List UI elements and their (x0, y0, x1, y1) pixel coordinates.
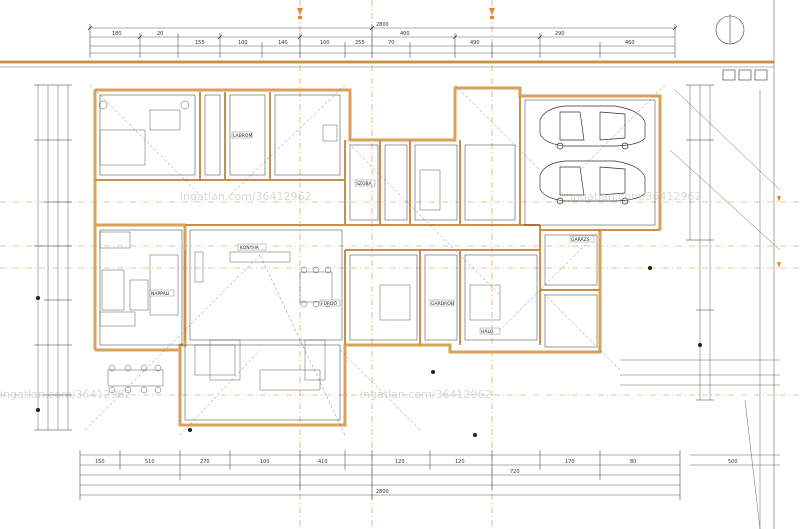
car-icon (539, 160, 646, 205)
dimension-label: 20 (157, 31, 163, 37)
room-label: KONYHA (240, 245, 260, 251)
dimension-chains-bottom (79, 450, 681, 500)
dimension-label: 155 (195, 40, 205, 46)
dimension-label: 180 (112, 31, 122, 37)
sofa-icon (99, 231, 131, 249)
dimension-label: 270 (200, 459, 210, 465)
bathtub-icon (419, 169, 441, 211)
washer-icon (322, 124, 338, 142)
room-label: LABROM (233, 133, 252, 139)
room-label: GARÁZS (571, 236, 590, 243)
dimension-chains-right (686, 84, 780, 466)
dimension-label: 80 (630, 459, 636, 465)
room-labels: LABROM KONYHA NAPPALI SZOBA FÜRDŐ GARÁZS… (149, 131, 595, 335)
bed-icon (379, 284, 411, 321)
north-arrow-icon (715, 14, 745, 45)
dimension-label: 410 (318, 459, 328, 465)
dimension-label: 400 (400, 31, 410, 37)
watermark: ingatlan.com/36412962 (570, 190, 702, 203)
dimension-label: 460 (625, 40, 635, 46)
room-label: GARDRÓB (431, 300, 454, 307)
dimension-label: 170 (565, 459, 575, 465)
dimension-chains-top (89, 24, 676, 58)
toilet-icon (98, 100, 108, 110)
dimension-ticks-top (87, 25, 678, 40)
outdoor-table-icon (107, 369, 164, 387)
watermark: ingatlan.com/36412962 (0, 388, 132, 401)
car-icon (539, 105, 646, 150)
bathtub-icon (149, 109, 181, 131)
top-total-dimension: 2800 (376, 22, 389, 28)
sofa-icon (101, 269, 125, 311)
bins-icon (722, 69, 768, 81)
sofa-icon (99, 311, 136, 327)
dimension-label: 140 (278, 40, 288, 46)
watermark: ingatlan.com/36412962 (360, 388, 492, 401)
dimension-label: 500 (728, 459, 738, 465)
dimension-chains-left (34, 84, 72, 431)
room-label: NAPPALI (151, 291, 170, 297)
dimension-label: 150 (95, 459, 105, 465)
dimension-label: 70 (388, 40, 394, 46)
dimension-label: 120 (395, 459, 405, 465)
watermark: ingatlan.com/36412962 (180, 190, 312, 203)
site-lines (620, 89, 781, 529)
dimension-label: 120 (455, 459, 465, 465)
furniture (98, 100, 501, 394)
exterior-walls (93, 86, 662, 427)
axis-markers (297, 8, 781, 268)
bed-icon (469, 284, 501, 321)
toilet-icon (180, 100, 190, 110)
dimension-label: 255 (355, 40, 365, 46)
sideboard-icon (149, 254, 179, 316)
interior-walls (95, 92, 660, 345)
dimension-label: 510 (145, 459, 155, 465)
room-label: SZOBA (356, 181, 373, 187)
dimension-label: 490 (470, 40, 480, 46)
room-label: FÜRDŐ (321, 300, 337, 307)
bottom-total-dimension: 2800 (376, 489, 389, 495)
dimension-label: 100 (260, 459, 270, 465)
kitchen-counter-icon (229, 251, 291, 263)
plot-boundary (0, 0, 775, 529)
armchair-icon (194, 344, 236, 376)
dimension-label: 720 (510, 469, 520, 475)
dimension-label: 290 (555, 31, 565, 37)
sofa-icon (209, 339, 241, 381)
coffee-table-icon (129, 279, 149, 311)
dining-table-icon (299, 271, 333, 303)
dimension-label: 100 (320, 40, 330, 46)
armchair-icon (304, 339, 326, 381)
inner-lines (99, 94, 656, 421)
room-label: HÁLÓ (481, 328, 494, 335)
dimension-label: 100 (238, 40, 248, 46)
roof-lines (84, 84, 666, 436)
kitchen-counter-icon (194, 251, 204, 283)
section-markers (36, 266, 702, 437)
bed-icon (99, 129, 146, 166)
